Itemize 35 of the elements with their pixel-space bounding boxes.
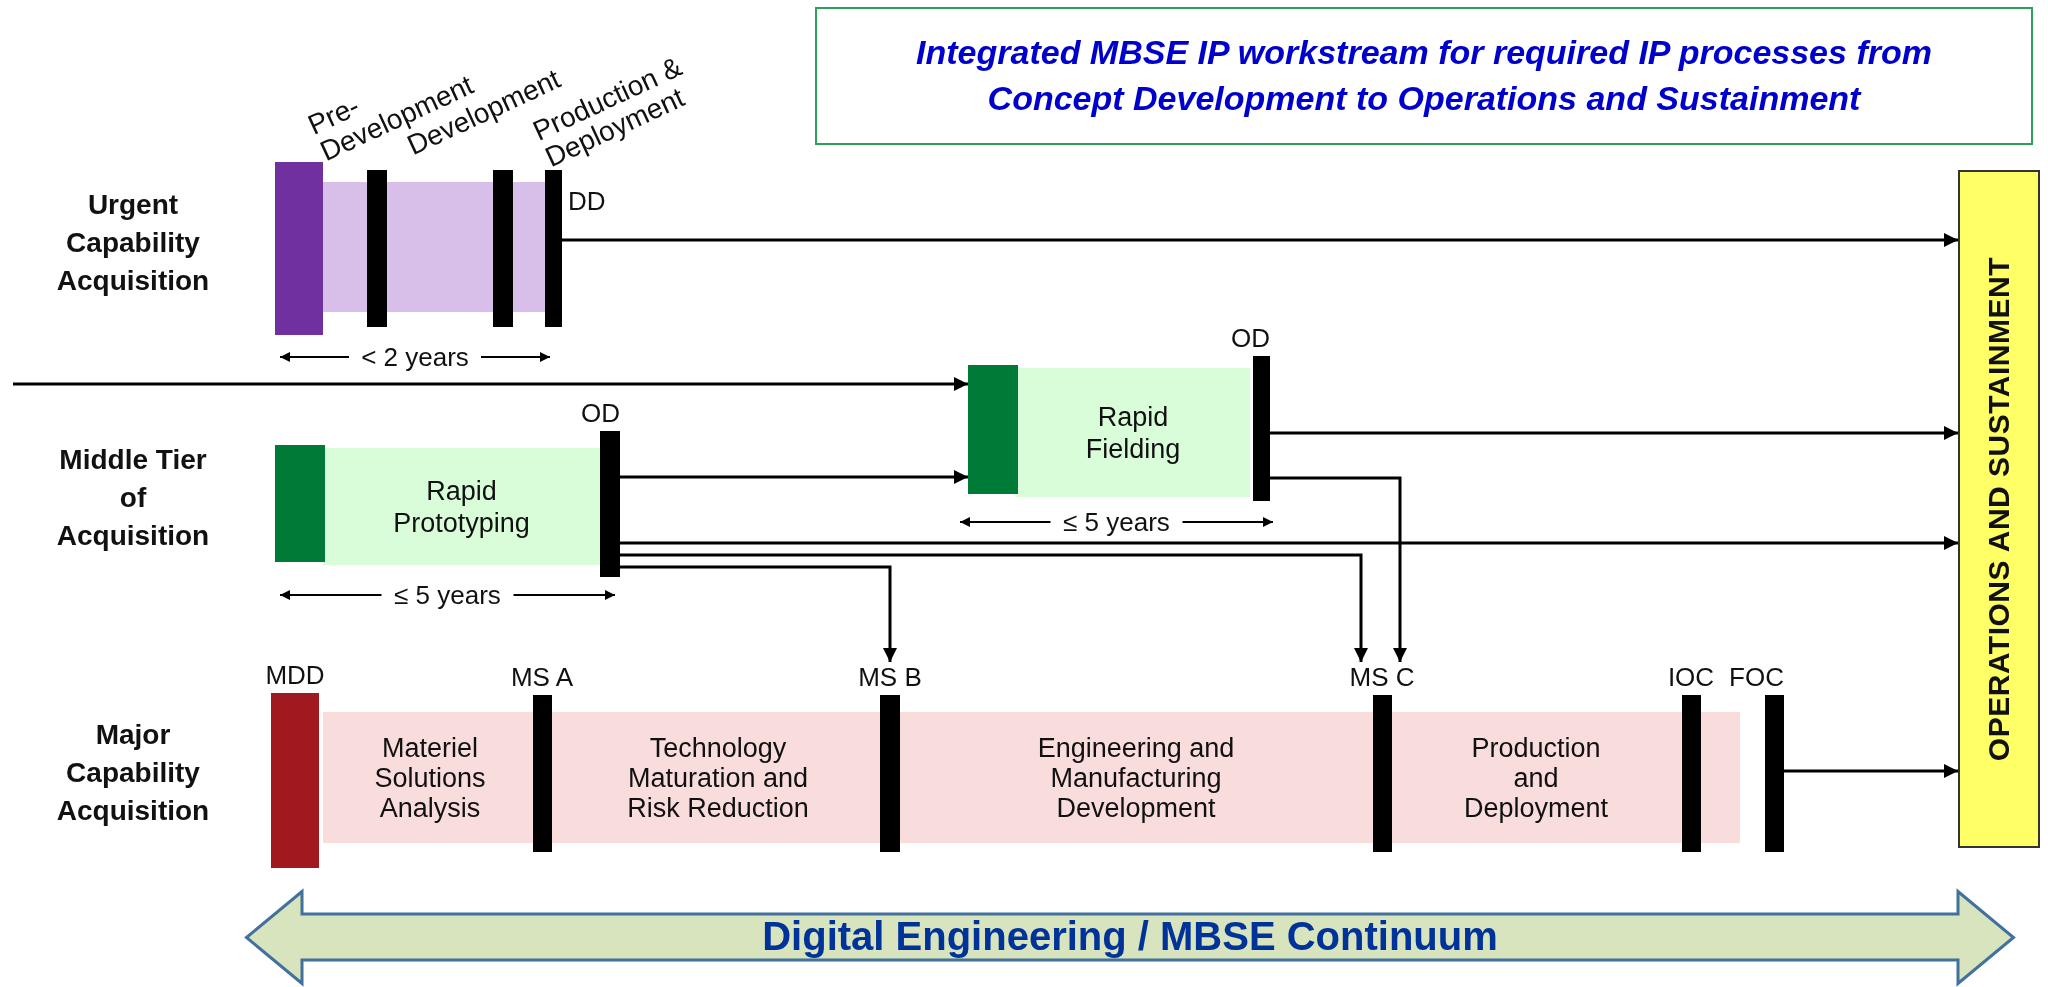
row-label: Middle Tier of Acquisition <box>55 443 211 553</box>
milestone-bar <box>367 170 387 327</box>
milestone-label: DD <box>568 186 606 216</box>
arrow <box>1784 764 1958 778</box>
arrow <box>620 470 968 484</box>
milestone-label: OD <box>1231 323 1270 353</box>
milestone-label: IOC <box>1667 662 1715 692</box>
arrow <box>620 536 1958 550</box>
box-label: OPERATIONS AND SUSTAINMENT <box>1982 256 2016 762</box>
arrow <box>1270 476 1407 662</box>
row-label: Urgent Capability Acquisition <box>55 188 211 298</box>
milestone-bar <box>493 170 513 327</box>
phase-label: Technology Maturation and Risk Reduction <box>608 732 828 823</box>
milestone-label: OD <box>581 398 620 428</box>
phase-band <box>323 712 1740 843</box>
title-text: Integrated MBSE IP workstream for required IP processes from Concept Development to Operations and Sustainment <box>915 32 1933 119</box>
arrow <box>13 377 968 391</box>
milestone-label: MDD <box>265 660 325 690</box>
row-label: Major Capability Acquisition <box>55 718 211 828</box>
arrow <box>620 553 1368 662</box>
phase-label: Materiel Solutions Analysis <box>355 732 505 823</box>
phase-label: Rapid Fielding <box>1084 400 1182 465</box>
arrow <box>1270 426 1958 440</box>
arrow-label: Digital Engineering / MBSE Continuum <box>762 914 1498 959</box>
phase-label: Rapid Prototyping <box>392 474 531 539</box>
phase-label: Production and Deployment <box>1451 732 1621 823</box>
milestone-label: MS C <box>1349 662 1415 692</box>
phase-label: Engineering and Manufacturing Development <box>986 732 1286 823</box>
operations-box <box>1958 170 2040 848</box>
milestone-label: MS A <box>510 662 574 692</box>
milestone-label: FOC <box>1729 662 1784 692</box>
milestone-label: MS B <box>858 662 922 692</box>
arrow <box>562 233 1958 247</box>
arrow <box>620 565 897 662</box>
milestone-bar <box>545 170 562 327</box>
